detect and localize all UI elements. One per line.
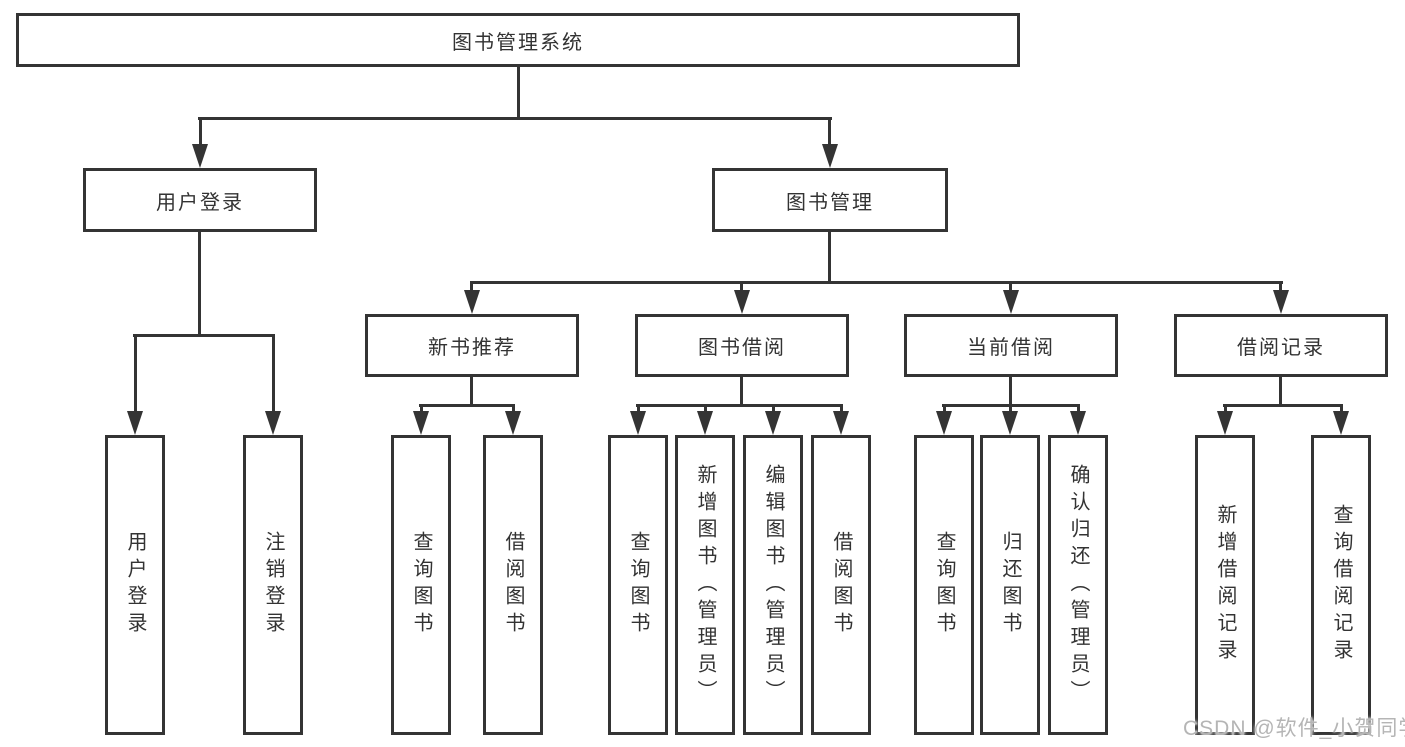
connector-line xyxy=(704,404,707,416)
connector-line xyxy=(470,281,1283,284)
connector-line xyxy=(470,281,473,294)
node-logout-leaf: 注销登录 xyxy=(243,435,303,735)
connector-arrow xyxy=(505,411,521,435)
connector-line xyxy=(198,117,832,120)
connector-line xyxy=(636,404,843,407)
connector-line xyxy=(517,67,520,119)
node-new-book-recommendation: 新书推荐 xyxy=(365,314,579,377)
connector-line xyxy=(1340,404,1343,416)
connector-line xyxy=(1279,377,1282,407)
connector-line xyxy=(199,117,202,147)
connector-arrow xyxy=(697,411,713,435)
connector-line xyxy=(637,404,640,416)
connector-line xyxy=(133,334,275,337)
connector-line xyxy=(828,117,831,147)
node-borrow-books-leaf: 借阅图书 xyxy=(811,435,871,735)
connector-arrow xyxy=(765,411,781,435)
connector-arrow xyxy=(127,411,143,435)
connector-arrow xyxy=(1273,290,1289,314)
node-add-books-admin: 新增图书（管理员） xyxy=(675,435,735,735)
csdn-watermark: CSDN @软件_小贺同学 xyxy=(1183,717,1405,740)
node-user-login-leaf: 用户登录 xyxy=(105,435,165,735)
connector-line xyxy=(1077,404,1080,416)
node-query-borrow-record: 查询借阅记录 xyxy=(1311,435,1371,735)
node-book-borrowing: 图书借阅 xyxy=(635,314,849,377)
connector-line xyxy=(420,404,423,416)
connector-line xyxy=(1009,281,1012,294)
connector-line xyxy=(943,404,946,416)
node-query-books-current: 查询图书 xyxy=(914,435,974,735)
connector-line xyxy=(419,404,515,407)
node-current-borrowing: 当前借阅 xyxy=(904,314,1118,377)
connector-arrow xyxy=(192,144,208,168)
connector-line xyxy=(1223,404,1343,407)
connector-arrow xyxy=(464,290,480,314)
connector-line xyxy=(272,334,275,412)
connector-line xyxy=(1224,404,1227,416)
connector-line xyxy=(1279,281,1282,294)
connector-line xyxy=(740,377,743,407)
connector-arrow xyxy=(833,411,849,435)
connector-arrow xyxy=(413,411,429,435)
node-confirm-return-admin: 确认归还（管理员） xyxy=(1048,435,1108,735)
node-query-books-borrow: 查询图书 xyxy=(608,435,668,735)
connector-arrow xyxy=(936,411,952,435)
node-borrow-books-recommend: 借阅图书 xyxy=(483,435,543,735)
connector-line xyxy=(740,281,743,294)
node-edit-books-admin: 编辑图书（管理员） xyxy=(743,435,803,735)
connector-line xyxy=(470,377,473,407)
connector-line xyxy=(134,334,137,412)
node-query-books-recommend: 查询图书 xyxy=(391,435,451,735)
connector-line xyxy=(512,404,515,416)
connector-arrow xyxy=(1003,290,1019,314)
connector-line xyxy=(1009,404,1012,416)
connector-arrow xyxy=(630,411,646,435)
node-book-management: 图书管理 xyxy=(712,168,948,232)
node-add-borrow-record: 新增借阅记录 xyxy=(1195,435,1255,735)
connector-arrow xyxy=(1217,411,1233,435)
connector-line xyxy=(772,404,775,416)
connector-line xyxy=(1009,377,1012,407)
node-return-books: 归还图书 xyxy=(980,435,1040,735)
node-borrowing-records: 借阅记录 xyxy=(1174,314,1388,377)
connector-arrow xyxy=(265,411,281,435)
connector-line xyxy=(828,232,831,284)
connector-arrow xyxy=(1070,411,1086,435)
node-library-management-system: 图书管理系统 xyxy=(16,13,1020,67)
connector-arrow xyxy=(822,144,838,168)
node-user-login: 用户登录 xyxy=(83,168,317,232)
connector-arrow xyxy=(1333,411,1349,435)
connector-line xyxy=(840,404,843,416)
connector-arrow xyxy=(1002,411,1018,435)
connector-line xyxy=(198,232,201,336)
connector-arrow xyxy=(734,290,750,314)
